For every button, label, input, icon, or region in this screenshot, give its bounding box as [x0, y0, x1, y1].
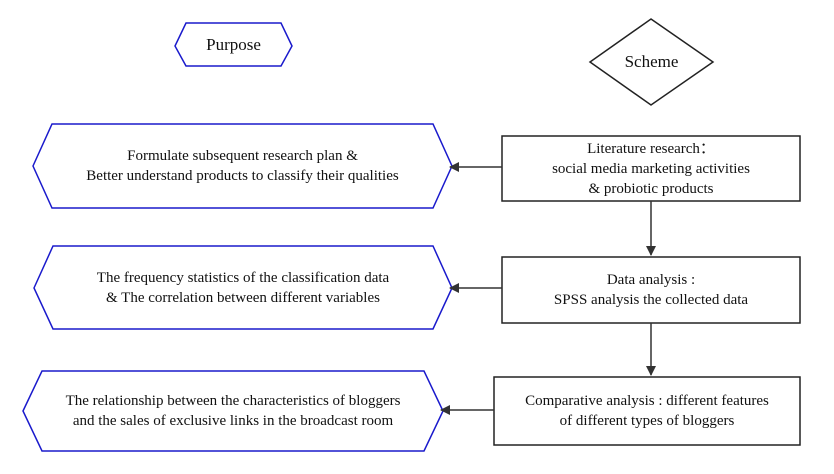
scheme-box-1-label: Literature research： social media market… — [552, 140, 750, 197]
scheme-box-2-label: Data analysis : SPSS analysis the collec… — [553, 272, 749, 308]
purpose-header-label: Purpose — [206, 34, 261, 54]
purpose-box-2-label: The frequency statistics of the classifi… — [96, 269, 390, 306]
scheme-box-3-label: Comparative analysis : different feature… — [525, 393, 769, 429]
purpose-box-3-label: The relationship between the characteris… — [65, 393, 401, 429]
scheme-box-3-shape — [493, 376, 801, 446]
purpose-box-1-label: Formulate subsequent research plan & Bet… — [86, 148, 399, 184]
scheme-header-diamond — [588, 18, 715, 106]
scheme-box-1-shape — [501, 135, 801, 202]
scheme-header-label: Scheme — [624, 52, 679, 71]
scheme-box-2-shape — [501, 256, 801, 324]
purpose-header-hexagon — [174, 22, 293, 67]
